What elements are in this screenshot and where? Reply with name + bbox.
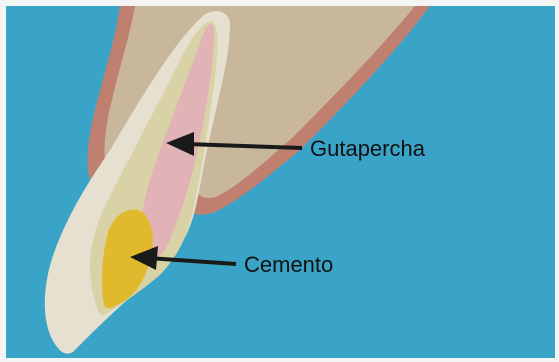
label-gutapercha: Gutapercha bbox=[310, 136, 426, 161]
label-cemento: Cemento bbox=[244, 252, 333, 277]
